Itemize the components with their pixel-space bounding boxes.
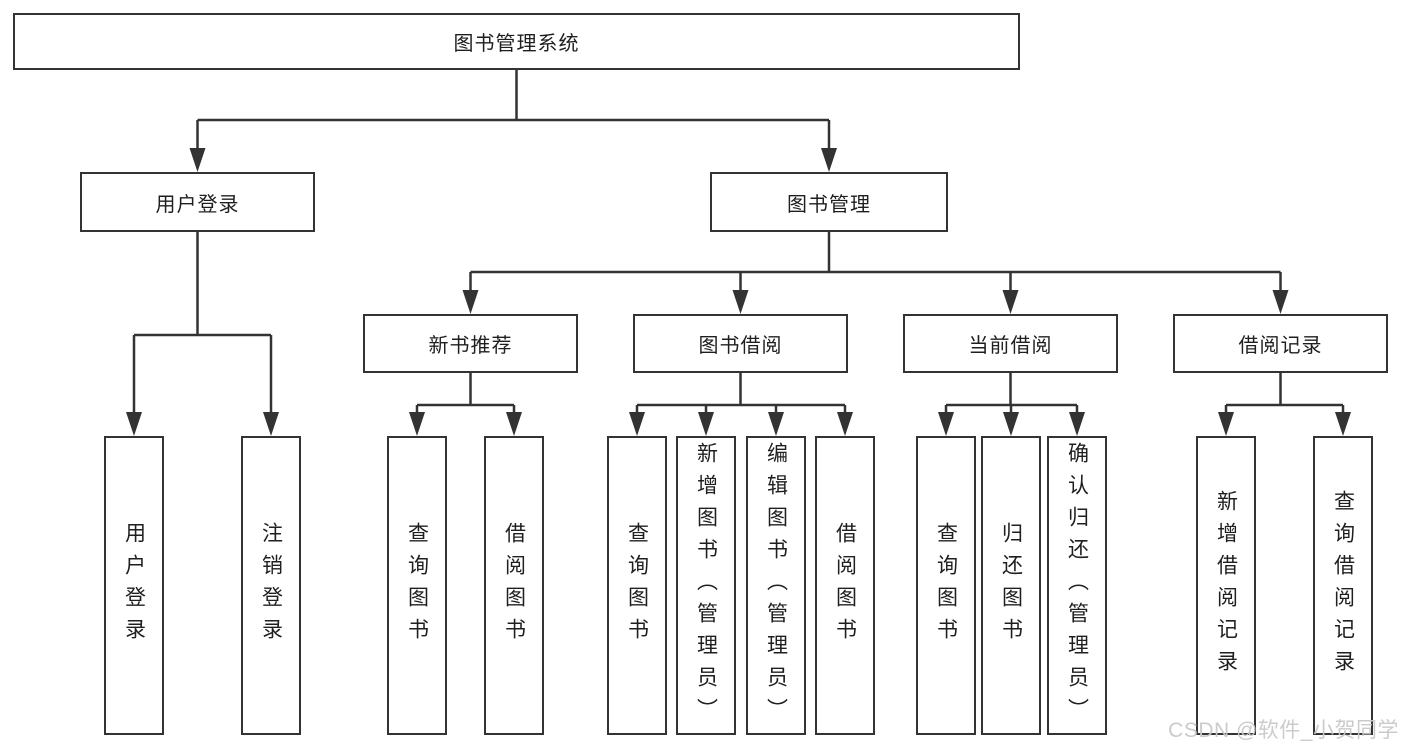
leaf-user-login: 用户登录: [104, 436, 164, 735]
leaf-bb-query-books-label: 查询图书: [625, 521, 649, 650]
leaf-user-login-label: 用户登录: [122, 521, 146, 650]
node-book-management: 图书管理: [710, 172, 948, 232]
leaf-bb-borrow-books: 借阅图书: [815, 436, 875, 735]
leaf-bb-query-books: 查询图书: [607, 436, 667, 735]
leaf-nb-query-books-label: 查询图书: [405, 521, 429, 650]
leaf-bb-edit-books-admin: 编辑图书（管理员）: [746, 436, 806, 735]
leaf-cb-return-books-label: 归还图书: [999, 521, 1023, 650]
leaf-nb-borrow-books-label: 借阅图书: [502, 521, 526, 650]
node-root-label: 图书管理系统: [453, 33, 580, 55]
node-borrow-records: 借阅记录: [1173, 314, 1388, 373]
arrowhead-group: [126, 148, 1351, 436]
leaf-br-query-record: 查询借阅记录: [1313, 436, 1373, 735]
leaf-bb-edit-books-admin-label: 编辑图书（管理员）: [764, 441, 788, 730]
leaf-br-add-record: 新增借阅记录: [1196, 436, 1256, 735]
leaf-nb-query-books: 查询图书: [387, 436, 447, 735]
node-book-borrow: 图书借阅: [633, 314, 848, 373]
watermark: CSDN @软件_小贺同学: [1168, 719, 1399, 742]
leaf-cb-confirm-return-admin: 确认归还（管理员）: [1047, 436, 1107, 735]
leaf-br-query-record-label: 查询借阅记录: [1331, 489, 1355, 682]
leaf-logout: 注销登录: [241, 436, 301, 735]
node-root: 图书管理系统: [13, 13, 1020, 70]
node-book-borrow-label: 图书借阅: [698, 335, 783, 357]
node-borrow-records-label: 借阅记录: [1238, 335, 1323, 357]
leaf-bb-add-books-admin-label: 新增图书（管理员）: [694, 441, 718, 730]
leaf-nb-borrow-books: 借阅图书: [484, 436, 544, 735]
leaf-bb-borrow-books-label: 借阅图书: [833, 521, 857, 650]
node-new-book-recommend-label: 新书推荐: [428, 335, 513, 357]
leaf-bb-add-books-admin: 新增图书（管理员）: [676, 436, 736, 735]
leaf-cb-query-books: 查询图书: [916, 436, 976, 735]
node-current-borrow: 当前借阅: [903, 314, 1118, 373]
leaf-cb-confirm-return-admin-label: 确认归还（管理员）: [1065, 441, 1089, 730]
node-user-login-label: 用户登录: [155, 193, 240, 216]
leaf-br-add-record-label: 新增借阅记录: [1214, 489, 1238, 682]
node-book-management-label: 图书管理: [787, 193, 871, 216]
node-new-book-recommend: 新书推荐: [363, 314, 578, 373]
node-current-borrow-label: 当前借阅: [968, 335, 1053, 357]
leaf-logout-label: 注销登录: [259, 521, 283, 650]
node-user-login: 用户登录: [80, 172, 315, 232]
leaf-cb-query-books-label: 查询图书: [934, 521, 958, 650]
leaf-cb-return-books: 归还图书: [981, 436, 1041, 735]
